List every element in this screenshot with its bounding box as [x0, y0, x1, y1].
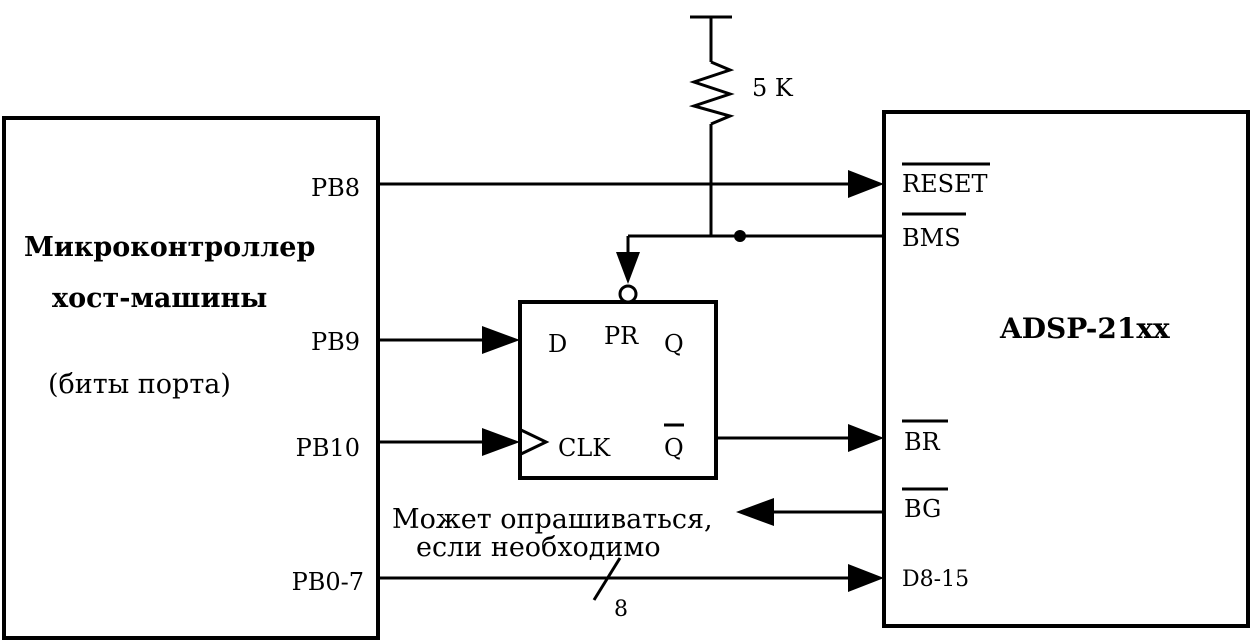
host-subtitle: (биты порта)	[48, 369, 231, 400]
adsp-block	[882, 110, 1250, 628]
br-arrow	[848, 424, 884, 452]
pr-arrow	[616, 252, 640, 284]
bus-width-label: 8	[614, 597, 628, 622]
ff-clock-triangle	[520, 428, 550, 456]
d-arrow	[482, 326, 520, 354]
pin-pb10-label: PB10	[296, 434, 360, 462]
note-line1: Может опрашиваться,	[392, 504, 713, 535]
clk-arrow	[482, 428, 520, 456]
note-line2: если необходимо	[416, 532, 661, 563]
pin-pb8-label: PB8	[311, 174, 360, 202]
host-title-line1: Микроконтроллер	[24, 232, 315, 263]
flipflop-block	[518, 300, 718, 480]
ff-pr-label: PR	[604, 322, 639, 350]
pin-pb9-label: PB9	[311, 328, 360, 356]
host-microcontroller-block	[2, 116, 380, 640]
bms-junction-dot	[734, 230, 746, 242]
adsp-title: ADSP-21xx	[999, 312, 1170, 345]
pin-bg-label: BG	[904, 495, 941, 523]
bg-arrow	[736, 498, 774, 526]
data-bus-arrow	[848, 564, 884, 592]
ff-d-label: D	[548, 330, 567, 358]
pin-bms-label: BMS	[902, 224, 961, 252]
resistor-value-label: 5 K	[752, 74, 794, 102]
reset-arrow	[848, 170, 884, 198]
host-title-line2: хост-машины	[52, 283, 267, 314]
pin-d8-15-label: D8-15	[902, 567, 969, 592]
ff-clk-label: CLK	[558, 434, 611, 462]
bus-width-slash	[592, 557, 622, 601]
ff-pr-bubble	[618, 284, 638, 304]
ff-qbar-label: Q	[664, 434, 684, 462]
pin-pb0-7-label: PB0-7	[292, 568, 364, 596]
ff-q-label: Q	[664, 330, 684, 358]
pin-br-label: BR	[904, 428, 941, 456]
resistor-5k	[688, 60, 735, 126]
pin-reset-label: RESET	[902, 170, 988, 198]
